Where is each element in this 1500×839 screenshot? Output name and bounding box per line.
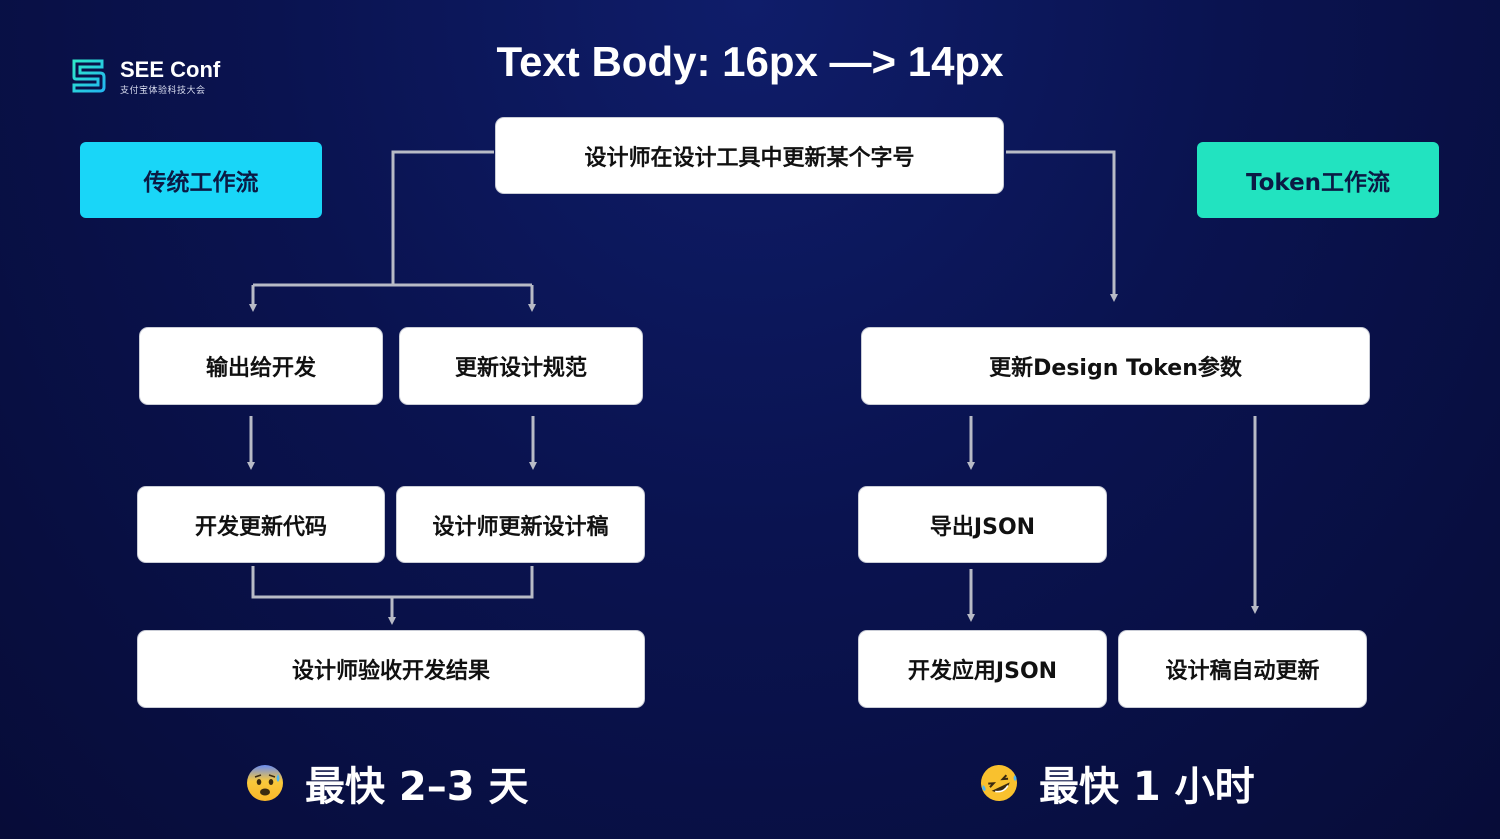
dev-apply-json-box: 开发应用JSON — [859, 631, 1106, 707]
logo-subtitle: 支付宝体验科技大会 — [120, 86, 206, 96]
traditional-workflow-badge: 传统工作流 — [80, 142, 322, 218]
designer-update-draft-box: 设计师更新设计稿 — [397, 487, 644, 562]
token-workflow-badge: Token工作流 — [1197, 142, 1439, 218]
connector-merge — [251, 566, 534, 599]
traditional-result: 最快 2–3 天 — [245, 755, 529, 811]
output-to-dev-box: 输出给开发 — [140, 328, 382, 404]
see-conf-logo-icon — [72, 59, 106, 93]
anxious-face-icon — [247, 765, 283, 801]
traditional-result-text: 最快 2–3 天 — [305, 764, 529, 810]
dev-update-code-box: 开发更新代码 — [138, 487, 384, 562]
connector-start-left — [391, 150, 494, 285]
auto-update-draft-box: 设计稿自动更新 — [1119, 631, 1366, 707]
see-conf-logo: SEE Conf 支付宝体验科技大会 — [70, 57, 230, 97]
update-spec-box: 更新设计规范 — [400, 328, 642, 404]
start-box: 设计师在设计工具中更新某个字号 — [496, 118, 1003, 193]
connector-start-right — [1006, 150, 1118, 302]
designer-accept-box: 设计师验收开发结果 — [138, 631, 644, 707]
token-result: 最快 1 小时 — [979, 755, 1255, 811]
export-json-box: 导出JSON — [859, 487, 1106, 562]
rolling-laughing-face-icon — [981, 765, 1017, 801]
token-result-text: 最快 1 小时 — [1039, 764, 1255, 810]
page-title: Text Body: 16px —> 14px — [496, 38, 1004, 85]
update-token-box: 更新Design Token参数 — [862, 328, 1369, 404]
logo-name: SEE Conf — [120, 57, 221, 82]
